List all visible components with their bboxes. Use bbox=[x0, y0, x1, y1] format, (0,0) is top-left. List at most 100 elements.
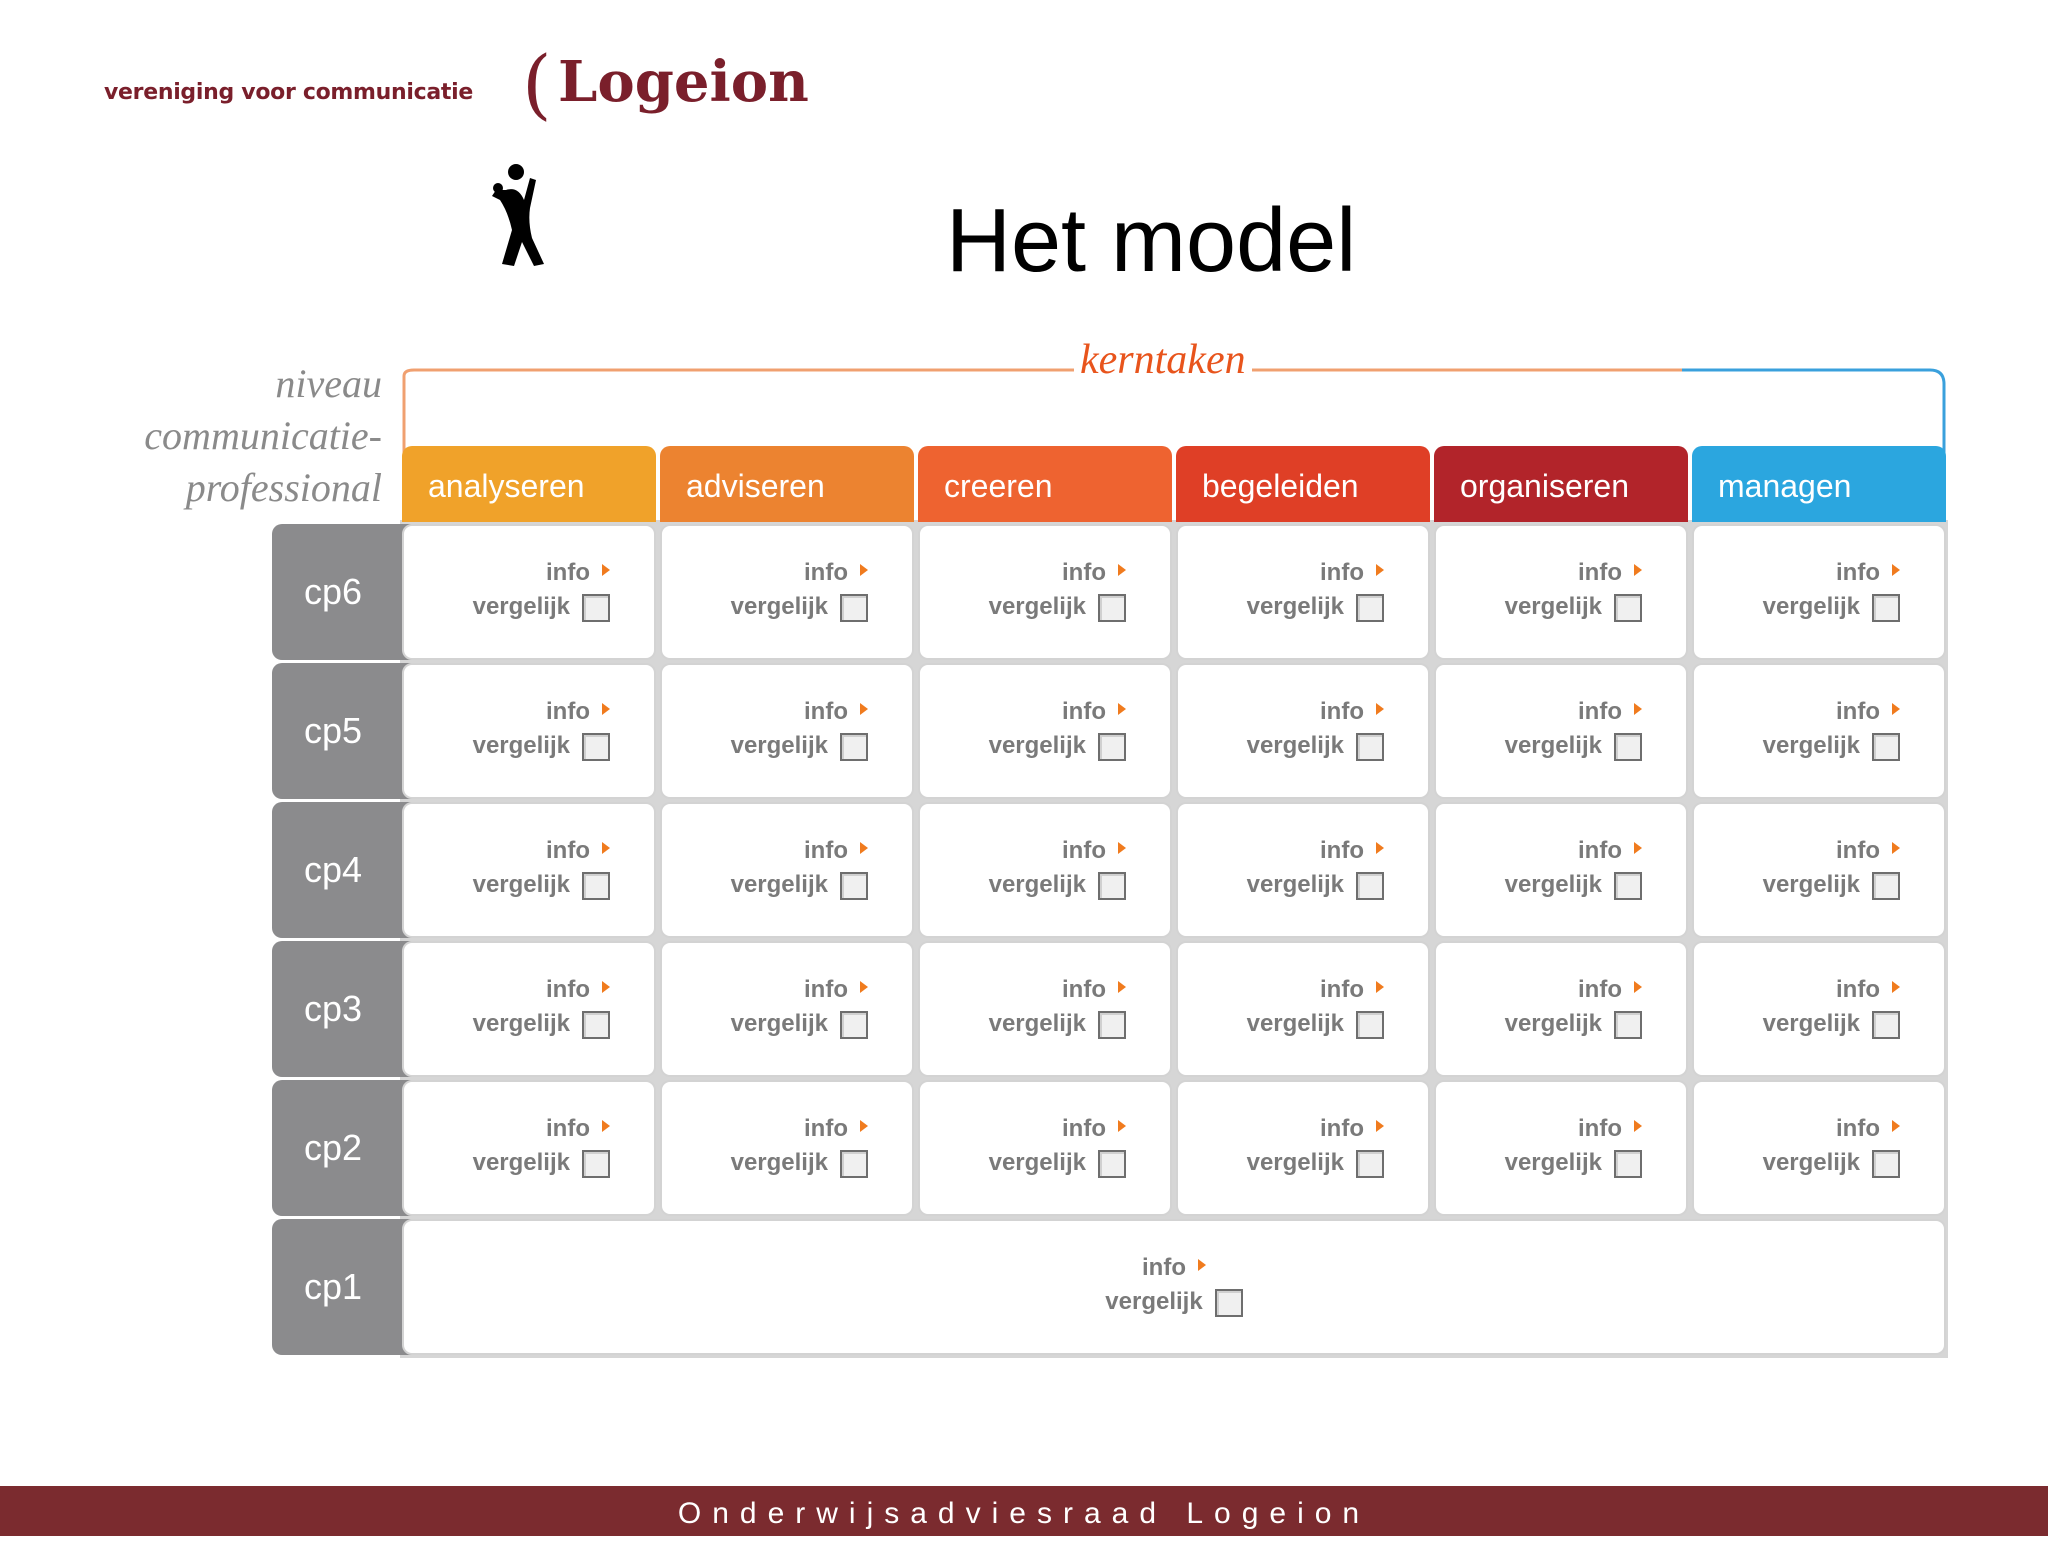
info-link[interactable]: info bbox=[1247, 1112, 1384, 1146]
info-link[interactable]: info bbox=[1505, 695, 1642, 729]
compare-checkbox[interactable] bbox=[840, 872, 868, 900]
compare-label: vergelijk bbox=[1246, 732, 1344, 759]
compare-option[interactable]: vergelijk bbox=[1247, 868, 1384, 902]
compare-checkbox[interactable] bbox=[1872, 872, 1900, 900]
compare-checkbox[interactable] bbox=[1614, 872, 1642, 900]
compare-checkbox[interactable] bbox=[840, 733, 868, 761]
compare-option[interactable]: vergelijk bbox=[1763, 590, 1900, 624]
compare-option[interactable]: vergelijk bbox=[473, 1007, 610, 1041]
column-header-creeren[interactable]: creeren bbox=[918, 446, 1172, 522]
compare-option[interactable]: vergelijk bbox=[1505, 1007, 1642, 1041]
compare-option[interactable]: vergelijk bbox=[731, 729, 868, 763]
compare-option[interactable]: vergelijk bbox=[404, 1285, 1944, 1319]
compare-option[interactable]: vergelijk bbox=[473, 1146, 610, 1180]
compare-option[interactable]: vergelijk bbox=[1247, 1146, 1384, 1180]
info-link[interactable]: info bbox=[989, 973, 1126, 1007]
info-link[interactable]: info bbox=[473, 695, 610, 729]
compare-option[interactable]: vergelijk bbox=[989, 1007, 1126, 1041]
compare-option[interactable]: vergelijk bbox=[731, 868, 868, 902]
compare-option[interactable]: vergelijk bbox=[1763, 1007, 1900, 1041]
info-link[interactable]: info bbox=[989, 1112, 1126, 1146]
compare-option[interactable]: vergelijk bbox=[1763, 868, 1900, 902]
compare-checkbox[interactable] bbox=[582, 594, 610, 622]
compare-option[interactable]: vergelijk bbox=[1247, 590, 1384, 624]
info-link[interactable]: info bbox=[989, 834, 1126, 868]
compare-checkbox[interactable] bbox=[840, 1011, 868, 1039]
compare-checkbox[interactable] bbox=[1356, 1150, 1384, 1178]
info-link[interactable]: info bbox=[731, 695, 868, 729]
compare-checkbox[interactable] bbox=[1614, 594, 1642, 622]
compare-option[interactable]: vergelijk bbox=[1505, 590, 1642, 624]
compare-option[interactable]: vergelijk bbox=[1505, 729, 1642, 763]
compare-checkbox[interactable] bbox=[1614, 1150, 1642, 1178]
info-link[interactable]: info bbox=[1247, 834, 1384, 868]
column-header-analyseren[interactable]: analyseren bbox=[402, 446, 656, 522]
info-link[interactable]: info bbox=[1247, 695, 1384, 729]
info-link[interactable]: info bbox=[989, 556, 1126, 590]
compare-checkbox[interactable] bbox=[1098, 1011, 1126, 1039]
compare-option[interactable]: vergelijk bbox=[1505, 868, 1642, 902]
compare-checkbox[interactable] bbox=[1614, 733, 1642, 761]
compare-checkbox[interactable] bbox=[1098, 733, 1126, 761]
info-link[interactable]: info bbox=[473, 1112, 610, 1146]
compare-checkbox[interactable] bbox=[840, 594, 868, 622]
compare-checkbox[interactable] bbox=[1356, 1011, 1384, 1039]
compare-checkbox[interactable] bbox=[1614, 1011, 1642, 1039]
compare-checkbox[interactable] bbox=[1098, 872, 1126, 900]
column-header-adviseren[interactable]: adviseren bbox=[660, 446, 914, 522]
compare-checkbox[interactable] bbox=[1356, 872, 1384, 900]
info-link[interactable]: info bbox=[1763, 1112, 1900, 1146]
compare-option[interactable]: vergelijk bbox=[1505, 1146, 1642, 1180]
compare-option[interactable]: vergelijk bbox=[1763, 1146, 1900, 1180]
compare-option[interactable]: vergelijk bbox=[731, 1007, 868, 1041]
info-link[interactable]: info bbox=[473, 973, 610, 1007]
info-link[interactable]: info bbox=[1763, 973, 1900, 1007]
compare-checkbox[interactable] bbox=[1356, 594, 1384, 622]
compare-checkbox[interactable] bbox=[1872, 594, 1900, 622]
info-link[interactable]: info bbox=[473, 556, 610, 590]
compare-option[interactable]: vergelijk bbox=[1763, 729, 1900, 763]
compare-checkbox[interactable] bbox=[1872, 1150, 1900, 1178]
compare-checkbox[interactable] bbox=[1214, 1289, 1243, 1317]
info-link[interactable]: info bbox=[731, 1112, 868, 1146]
info-link[interactable]: info bbox=[1505, 556, 1642, 590]
compare-checkbox[interactable] bbox=[582, 1011, 610, 1039]
compare-checkbox[interactable] bbox=[1098, 594, 1126, 622]
info-link[interactable]: info bbox=[731, 973, 868, 1007]
compare-option[interactable]: vergelijk bbox=[731, 590, 868, 624]
compare-option[interactable]: vergelijk bbox=[989, 868, 1126, 902]
compare-checkbox[interactable] bbox=[1356, 733, 1384, 761]
compare-checkbox[interactable] bbox=[840, 1150, 868, 1178]
compare-option[interactable]: vergelijk bbox=[473, 590, 610, 624]
compare-option[interactable]: vergelijk bbox=[473, 729, 610, 763]
info-link[interactable]: info bbox=[473, 834, 610, 868]
column-header-begeleiden[interactable]: begeleiden bbox=[1176, 446, 1430, 522]
info-link[interactable]: info bbox=[1247, 973, 1384, 1007]
info-link[interactable]: info bbox=[731, 834, 868, 868]
info-link[interactable]: info bbox=[404, 1251, 1944, 1285]
compare-checkbox[interactable] bbox=[1872, 1011, 1900, 1039]
info-link[interactable]: info bbox=[1505, 973, 1642, 1007]
info-link[interactable]: info bbox=[1505, 834, 1642, 868]
compare-option[interactable]: vergelijk bbox=[1247, 1007, 1384, 1041]
info-link[interactable]: info bbox=[731, 556, 868, 590]
info-link[interactable]: info bbox=[989, 695, 1126, 729]
column-header-managen[interactable]: managen bbox=[1692, 446, 1946, 522]
column-header-organiseren[interactable]: organiseren bbox=[1434, 446, 1688, 522]
compare-option[interactable]: vergelijk bbox=[989, 1146, 1126, 1180]
compare-option[interactable]: vergelijk bbox=[989, 729, 1126, 763]
compare-checkbox[interactable] bbox=[1872, 733, 1900, 761]
compare-option[interactable]: vergelijk bbox=[989, 590, 1126, 624]
info-link[interactable]: info bbox=[1247, 556, 1384, 590]
compare-option[interactable]: vergelijk bbox=[731, 1146, 868, 1180]
info-link[interactable]: info bbox=[1763, 695, 1900, 729]
compare-checkbox[interactable] bbox=[1098, 1150, 1126, 1178]
compare-option[interactable]: vergelijk bbox=[1247, 729, 1384, 763]
compare-checkbox[interactable] bbox=[582, 733, 610, 761]
compare-checkbox[interactable] bbox=[582, 1150, 610, 1178]
compare-option[interactable]: vergelijk bbox=[473, 868, 610, 902]
info-link[interactable]: info bbox=[1505, 1112, 1642, 1146]
compare-checkbox[interactable] bbox=[582, 872, 610, 900]
info-link[interactable]: info bbox=[1763, 834, 1900, 868]
info-link[interactable]: info bbox=[1763, 556, 1900, 590]
